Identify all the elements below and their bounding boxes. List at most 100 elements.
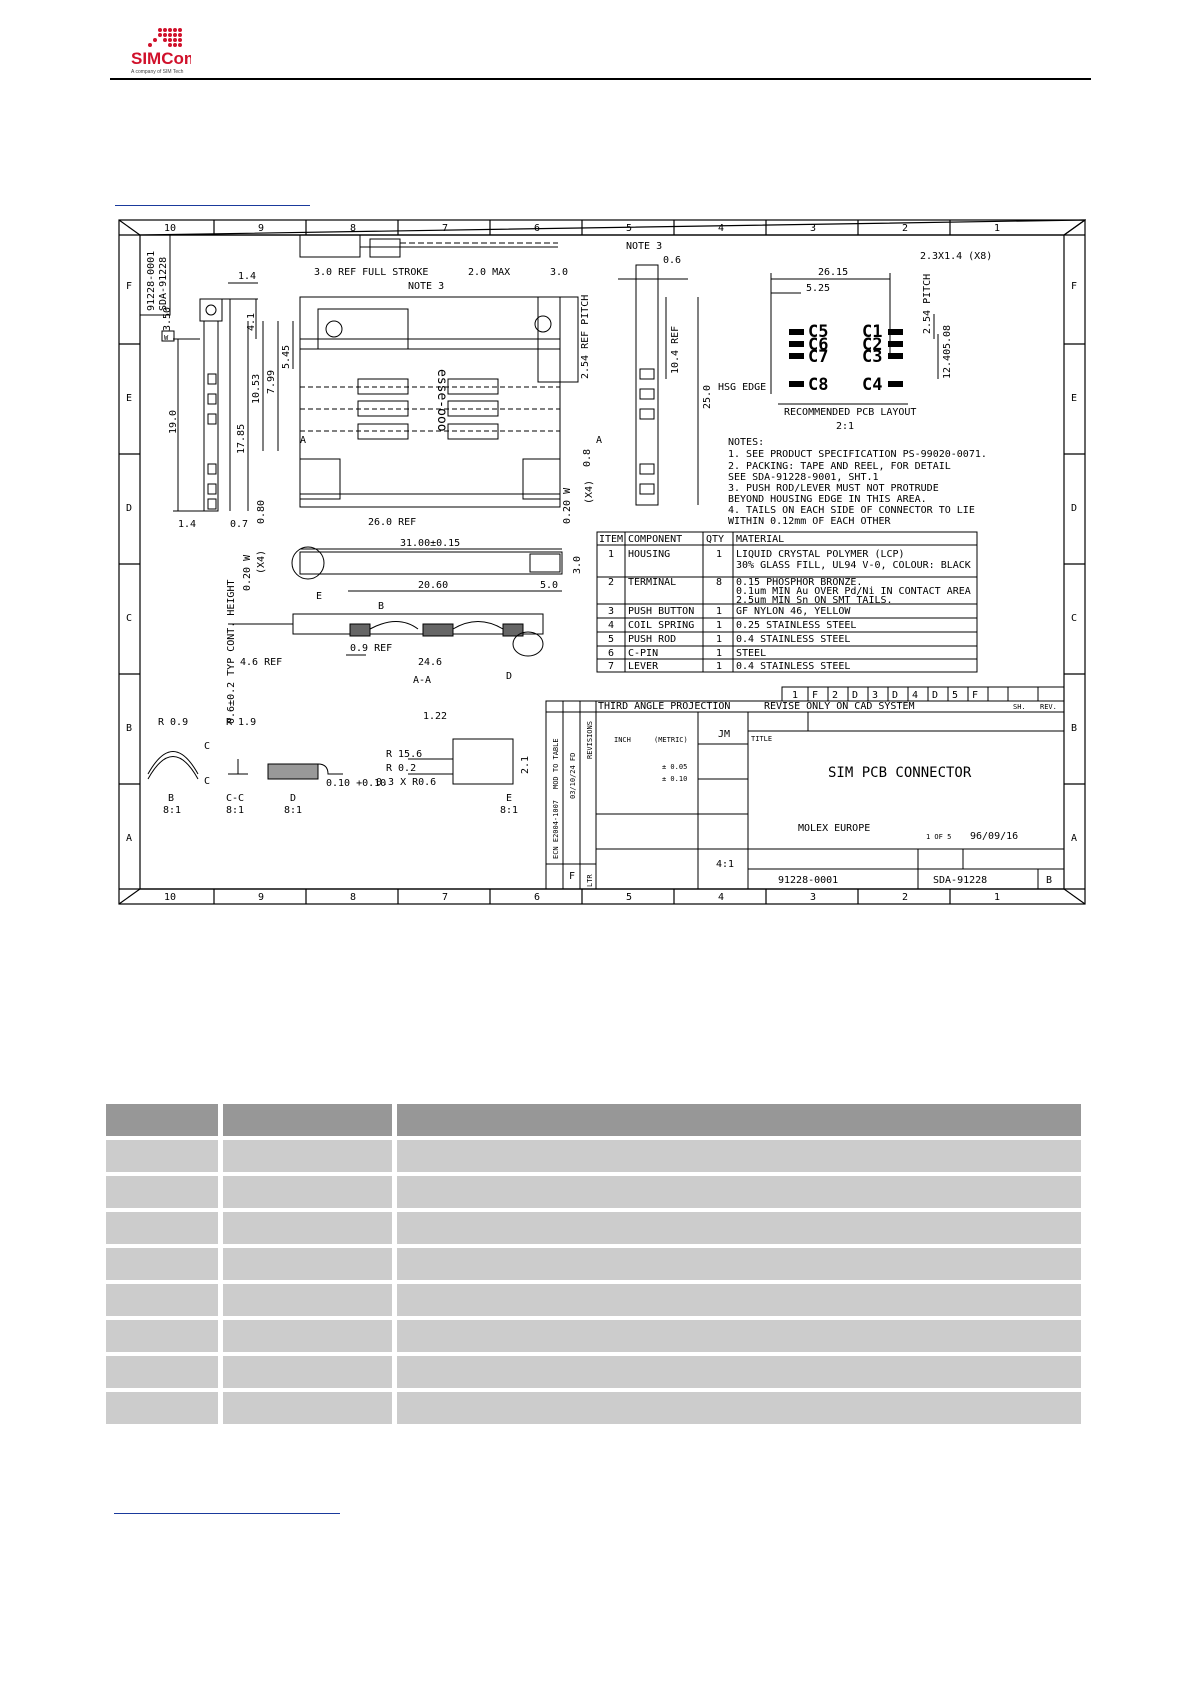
drawing-label: JM xyxy=(718,729,730,740)
drawing-label: D xyxy=(852,690,858,701)
drawing-label: B xyxy=(1046,875,1052,886)
drawing-label: B xyxy=(168,793,174,804)
drawing-label: SDA-91228 xyxy=(933,875,987,886)
table-caption-link-underline xyxy=(114,1513,340,1514)
drawing-label: 2 xyxy=(608,577,614,588)
connector-plan-view xyxy=(299,296,579,508)
zone-A: A xyxy=(126,833,132,844)
zone-1: 1 xyxy=(994,223,1000,234)
table-row xyxy=(106,1284,1081,1320)
table-row xyxy=(106,1176,1081,1212)
drawing-label: B xyxy=(378,601,384,612)
drawing-label: 8 xyxy=(350,892,356,903)
drawing-label: 10.53 xyxy=(251,374,262,404)
drawing-label: 1.4 xyxy=(238,271,256,282)
drawing-label: 91228-0001 xyxy=(778,875,838,886)
top-view-push-button xyxy=(299,234,558,258)
drawing-label: RECOMMENDED PCB LAYOUT xyxy=(784,407,916,418)
drawing-label: F xyxy=(569,871,575,882)
drawing-label: ± 0.05 xyxy=(662,763,687,771)
drawing-label: A xyxy=(300,435,306,446)
drawing-label: 2.1 xyxy=(520,756,531,774)
drawing-label: 1. SEE PRODUCT SPECIFICATION PS-99020-00… xyxy=(728,449,987,460)
drawing-label: 2.54 PITCH xyxy=(922,274,933,334)
drawing-label: 19.0 xyxy=(168,410,179,434)
drawing-label: 1.22 xyxy=(423,711,447,722)
drawing-label: SIM PCB CONNECTOR xyxy=(828,765,972,781)
drawing-label: 12.40 xyxy=(942,349,953,379)
connector-front-view xyxy=(291,546,563,592)
drawing-label: COIL SPRING xyxy=(628,620,694,631)
drawing-label: 4:1 xyxy=(716,859,734,870)
drawing-label: 0.4 STAINLESS STEEL xyxy=(736,661,850,672)
drawing-label: BEYOND HOUSING EDGE IN THIS AREA. xyxy=(728,494,927,505)
table-header-cell xyxy=(106,1104,223,1140)
drawing-label: E xyxy=(316,591,322,602)
drawing-label: 31.00±0.15 xyxy=(400,538,460,549)
table-row xyxy=(106,1140,1081,1176)
drawing-label: 5.0 xyxy=(540,580,558,591)
drawing-label: 0.7 xyxy=(230,519,248,530)
drawing-label: 2. PACKING: TAPE AND REEL, FOR DETAIL xyxy=(728,461,951,472)
drawing-label: C xyxy=(204,776,210,787)
drawing-label: W xyxy=(164,334,169,342)
table-row xyxy=(106,1248,1081,1284)
drawing-label: 91228-0001 xyxy=(146,251,157,311)
drawing-label: 8 xyxy=(716,577,722,588)
drawing-label: 5 xyxy=(952,690,958,701)
drawing-label: QTY xyxy=(706,534,724,545)
drawing-label: INCH xyxy=(614,736,631,744)
drawing-label: HOUSING xyxy=(628,549,670,560)
drawing-label: 30% GLASS FILL, UL94 V-0, COLOUR: BLACK xyxy=(736,560,971,571)
zone-9: 9 xyxy=(258,223,264,234)
drawing-label: REVISE ONLY ON CAD SYSTEM xyxy=(764,701,915,712)
drawing-label: 0.3 X R0.6 xyxy=(376,777,436,788)
drawing-label: ECN E2004-1007 xyxy=(552,800,560,859)
drawing-label: D xyxy=(506,671,512,682)
drawing-label: C xyxy=(204,741,210,752)
logo-tagline: A company of SIM Tech xyxy=(131,69,184,75)
drawing-label: R 1.9 xyxy=(226,717,256,728)
part-number-block: 91228-0001 SDA-91228 xyxy=(139,234,171,316)
drawing-label: SDA-91228 xyxy=(158,257,169,311)
drawing-label: 2.5um MIN Sn ON SMT TAILS. xyxy=(736,595,893,606)
drawing-label: 2.3X1.4 (X8) xyxy=(920,251,992,262)
side-view-right xyxy=(618,264,699,506)
drawing-notes: NOTES: 1. SEE PRODUCT SPECIFICATION PS-9… xyxy=(728,437,987,527)
drawing-label: 0.8 xyxy=(582,449,593,467)
drawing-label: 1 xyxy=(716,648,722,659)
table-row xyxy=(106,1356,1081,1392)
drawing-label: 8:1 xyxy=(226,805,244,816)
zone-5: 5 xyxy=(626,223,632,234)
drawing-label: 10.4 REF xyxy=(670,326,681,374)
drawing-label: 4 xyxy=(718,892,724,903)
drawing-label: 2 xyxy=(902,892,908,903)
drawing-label: C5 xyxy=(808,322,828,342)
drawing-label: NOTE 3 xyxy=(626,241,662,252)
drawing-label: 2.54 REF PITCH xyxy=(580,295,591,379)
zone-E: E xyxy=(126,393,132,404)
drawing-label: 03/10/24 FD xyxy=(569,753,577,799)
drawing-label: 6 xyxy=(534,892,540,903)
table-header-cell xyxy=(397,1104,1081,1140)
drawing-label: 4 xyxy=(608,620,614,631)
drawing-label: COMPONENT xyxy=(628,534,682,545)
zone-F: F xyxy=(126,281,132,292)
drawing-label: ITEM xyxy=(599,534,623,545)
drawing-label: LEVER xyxy=(628,661,659,672)
drawing-label: MOLEX EUROPE xyxy=(798,823,870,834)
drawing-label: HSG EDGE xyxy=(718,382,766,393)
drawing-label: C4 xyxy=(862,375,882,395)
drawing-label: C6 xyxy=(808,335,828,355)
drawing-label: TITLE xyxy=(751,735,772,743)
drawing-label: (X4) xyxy=(584,480,595,504)
drawing-label: 2.0 MAX xyxy=(468,267,510,278)
simcom-logo: SIMCom A company of SIM Tech xyxy=(131,28,191,75)
drawing-label: C8 xyxy=(808,375,828,395)
drawing-label: ± 0.10 xyxy=(662,775,687,783)
drawing-label: A xyxy=(1071,833,1077,844)
drawing-label: 9 xyxy=(258,892,264,903)
drawing-label: 4.1 xyxy=(246,313,257,331)
zone-6: 6 xyxy=(534,223,540,234)
drawing-label: 8:1 xyxy=(163,805,181,816)
